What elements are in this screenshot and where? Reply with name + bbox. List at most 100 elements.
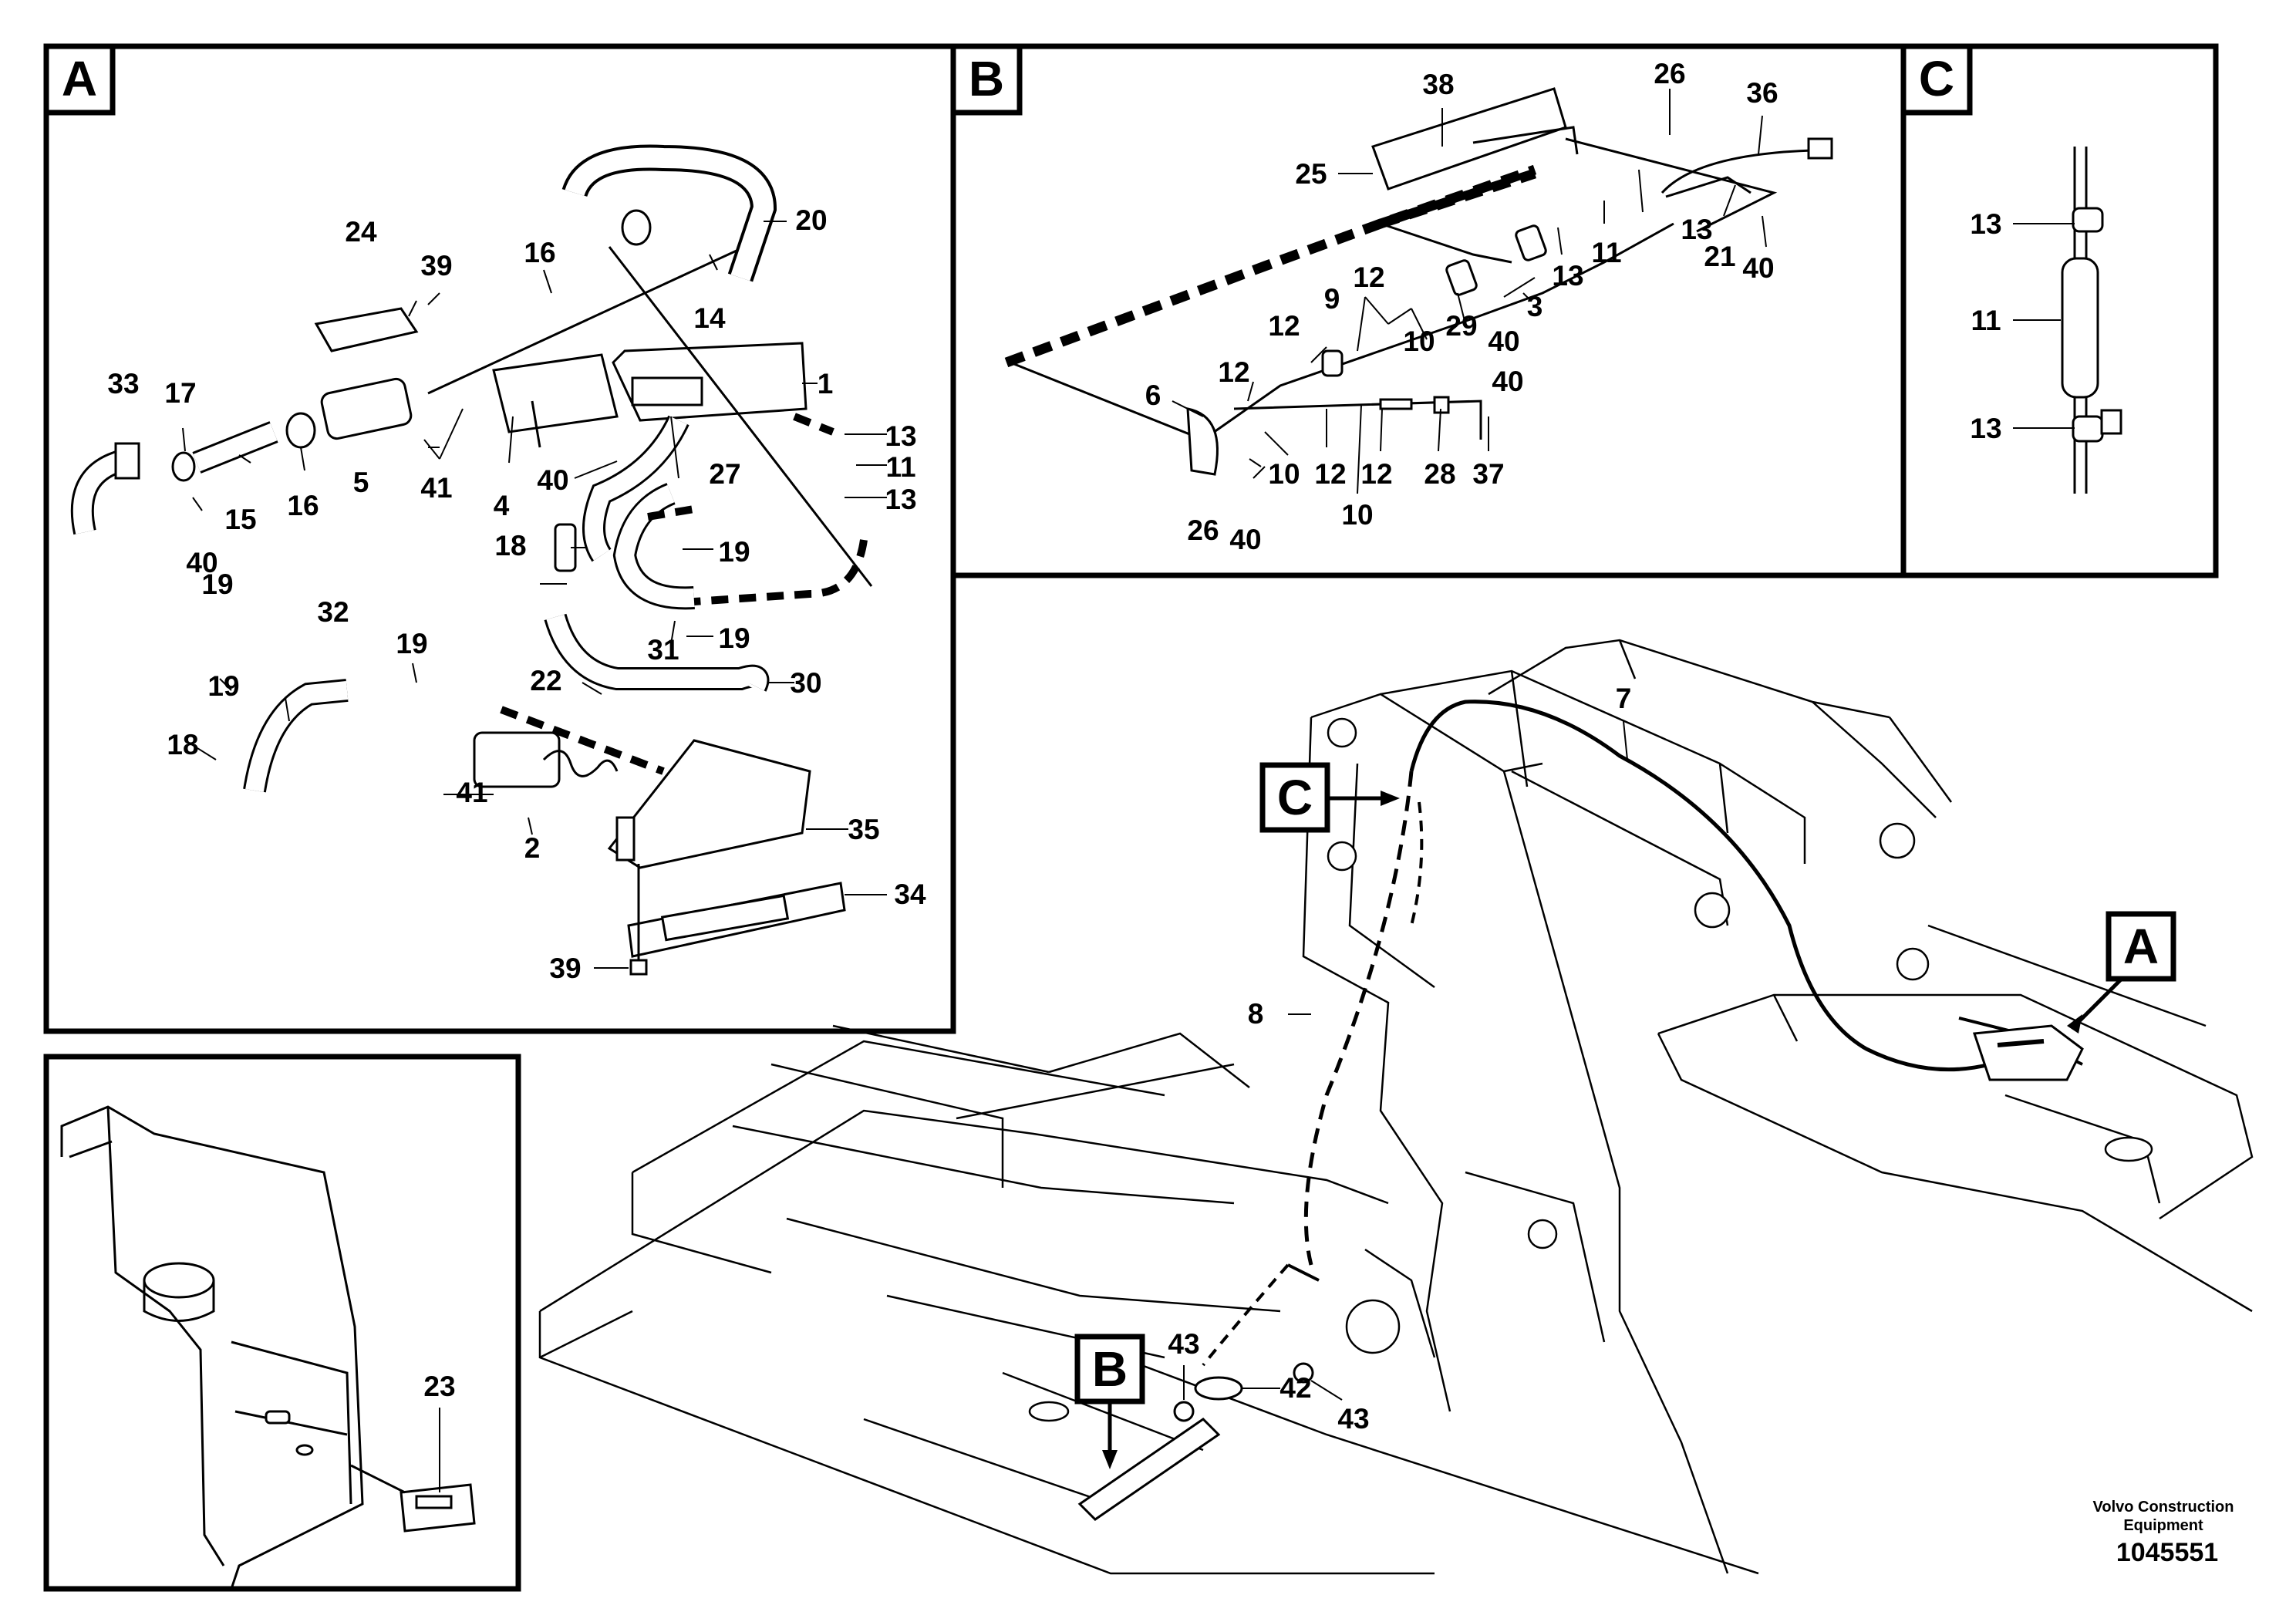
panel-b-label: 13 — [1552, 260, 1583, 292]
overview-label: 43 — [1337, 1403, 1369, 1435]
panel-b-label: 40 — [1492, 366, 1523, 397]
panel-b-label: 36 — [1746, 77, 1778, 109]
panel-a-label: 16 — [524, 237, 555, 268]
callout-b: B — [1074, 1334, 1145, 1469]
panel-b-label: 9 — [1324, 283, 1340, 315]
panel-a-label: 24 — [345, 216, 377, 248]
panel-a-label: 1 — [818, 368, 834, 400]
panel-c-frame — [1900, 43, 2219, 578]
panel-b-label: 37 — [1472, 458, 1504, 490]
panel-a-label: 19 — [718, 536, 750, 568]
panel-a-label: 15 — [224, 504, 256, 535]
panel-b-label: 21 — [1704, 241, 1735, 272]
panel-b-label: 11 — [1591, 237, 1621, 268]
document-number: 1045551 — [2116, 1538, 2219, 1567]
panel-b-parts — [1010, 87, 1833, 476]
panel-c-label: 11 — [1971, 305, 2001, 336]
panel-b-label: 13 — [1681, 214, 1712, 245]
panel-b-label: 3 — [1527, 291, 1543, 322]
overview-label: 43 — [1168, 1328, 1199, 1360]
panel-a-label: 31 — [647, 634, 679, 666]
panel-b-label: 40 — [1742, 252, 1774, 284]
panel-a-label: 19 — [396, 628, 427, 659]
panel-b-letter-box — [950, 43, 1023, 116]
credit-line-2: Equipment — [2123, 1517, 2203, 1534]
panel-a-label: 39 — [420, 250, 452, 282]
panel-a-label: 18 — [494, 530, 526, 561]
panel-b-harness — [1004, 164, 1537, 368]
callout-c: C — [1259, 762, 1400, 833]
callout-b-letter: B — [1092, 1341, 1128, 1397]
panel-a-label: 40 — [186, 547, 217, 578]
panel-a-label: 19 — [207, 670, 239, 702]
panel-a-letter: A — [62, 51, 97, 106]
panel-c-letter: C — [1919, 51, 1954, 106]
panel-a-label: 13 — [885, 420, 916, 452]
panel-a-label: 34 — [894, 878, 926, 910]
panel-c-parts — [2061, 147, 2122, 494]
panel-c-label: 13 — [1970, 413, 2001, 444]
callout-a-letter: A — [2123, 919, 2159, 974]
cab-console — [60, 1105, 476, 1590]
panel-a-label: 19 — [718, 622, 750, 654]
overview-label: 7 — [1616, 683, 1632, 714]
panel-b-label: 26 — [1654, 58, 1685, 89]
overview-label: 8 — [1248, 998, 1264, 1030]
panel-a-label: 4 — [494, 490, 510, 521]
overview-label: 42 — [1279, 1372, 1311, 1404]
panel-b-label: 29 — [1445, 310, 1477, 342]
panel-a-label: 20 — [795, 204, 827, 236]
panel-b-label: 10 — [1403, 325, 1435, 357]
panel-b: B — [950, 43, 1907, 578]
panel-b-letter: B — [969, 51, 1004, 106]
panel-a-label: 2 — [524, 832, 541, 864]
display-inset — [43, 1054, 521, 1592]
panel-a-label: 17 — [164, 377, 196, 409]
panel-b-label: 6 — [1145, 379, 1161, 411]
panel-a-label: 40 — [537, 464, 568, 496]
callout-a: A — [2067, 911, 2176, 1034]
panel-a-label: 5 — [353, 467, 369, 498]
panel-a-label: 14 — [693, 302, 726, 334]
panel-b-label: 12 — [1314, 458, 1346, 490]
panel-b-label: 12 — [1360, 458, 1392, 490]
panel-b-label: 26 — [1187, 514, 1219, 546]
panel-c: C — [1900, 43, 2219, 578]
panel-a-label: 18 — [167, 729, 198, 760]
panel-b-label: 40 — [1488, 325, 1519, 357]
panel-b-label: 10 — [1268, 458, 1300, 490]
panel-a-label: 30 — [790, 667, 821, 699]
panel-a-label: 13 — [885, 484, 916, 515]
panel-c-letter-box — [1900, 43, 1973, 116]
panel-a-harness — [500, 413, 868, 775]
machine-overview — [538, 639, 2254, 1575]
panel-a-label: 19 — [201, 568, 233, 600]
panel-a-label: 33 — [107, 368, 139, 400]
panel-a-label: 16 — [287, 490, 319, 521]
panel-b-label: 40 — [1229, 524, 1261, 555]
panel-a-label: 11 — [885, 451, 915, 483]
panel-c-label: 13 — [1970, 208, 2001, 240]
panel-b-label: 28 — [1424, 458, 1455, 490]
panel-b-label: 10 — [1341, 499, 1373, 531]
panel-b-label: 38 — [1422, 69, 1454, 100]
panel-b-label: 12 — [1218, 356, 1249, 388]
panel-a-label: 22 — [530, 665, 561, 696]
panel-b-label: 25 — [1295, 158, 1327, 190]
overview-label: 23 — [423, 1371, 455, 1402]
credit-line-1: Volvo Construction — [2092, 1499, 2234, 1516]
display-inset-frame — [43, 1054, 521, 1592]
panel-a-label: 32 — [317, 596, 349, 628]
overview-components — [1077, 1024, 2084, 1521]
leader-lines — [182, 89, 2075, 1492]
callout-c-letter: C — [1277, 770, 1313, 825]
panel-a-label: 41 — [456, 777, 487, 808]
panel-a-label: 41 — [420, 472, 452, 504]
panel-a-label: 35 — [848, 814, 879, 845]
panel-b-label: 12 — [1353, 261, 1384, 293]
panel-a-label: 27 — [709, 458, 740, 490]
panel-b-label: 12 — [1268, 310, 1300, 342]
